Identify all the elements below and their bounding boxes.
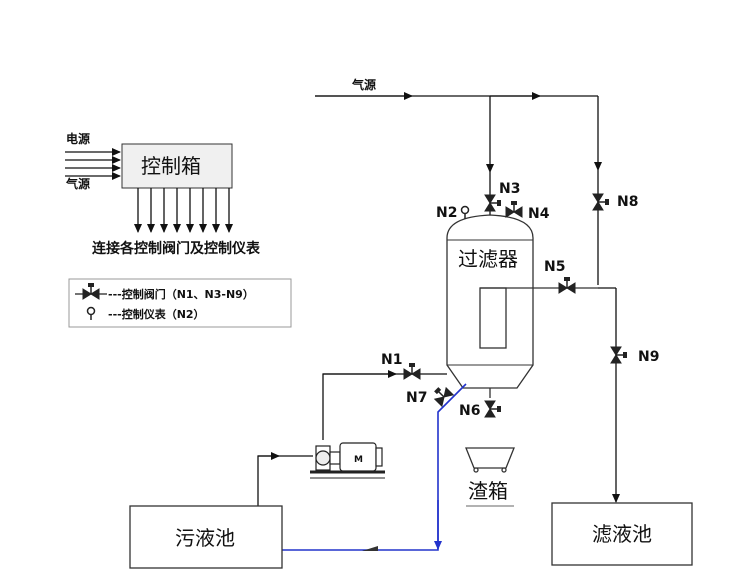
filter-label: 过滤器 <box>458 247 518 271</box>
power-label: 电源 <box>66 131 90 146</box>
legend-valve-icon <box>75 282 107 300</box>
legend-valve-text: ---控制阀门（N1、N3-N9） <box>108 287 254 301</box>
suction-line <box>257 455 313 506</box>
label-n8: N8 <box>617 194 638 210</box>
label-n4: N4 <box>528 206 550 222</box>
sewage-pool <box>129 505 283 569</box>
gas-label-left: 气源 <box>65 176 90 191</box>
valve-n8[interactable] <box>592 193 610 211</box>
label-n3: N3 <box>499 181 520 197</box>
return-line-outlet <box>362 546 378 551</box>
gas-supply-line <box>315 92 602 285</box>
legend-meter-text: ---控制仪表（N2） <box>108 307 205 321</box>
residue-box-label: 渣箱 <box>468 479 508 503</box>
pump-motor-label: M <box>354 455 363 465</box>
label-n5: N5 <box>544 259 565 275</box>
control-box-label: 控制箱 <box>141 154 201 178</box>
filter-vessel <box>446 214 534 389</box>
feed-line <box>322 373 447 440</box>
connect-text: 连接各控制阀门及控制仪表 <box>92 240 261 257</box>
valve-n1[interactable] <box>403 362 421 380</box>
label-n6: N6 <box>459 403 480 419</box>
sewage-pool-label: 污液池 <box>175 526 235 550</box>
filtrate-pool-label: 滤液池 <box>592 522 652 546</box>
legend-box <box>68 278 292 328</box>
pump-motor <box>310 442 385 479</box>
filtrate-pool <box>551 502 693 566</box>
control-box-outputs <box>134 188 233 233</box>
label-n1: N1 <box>381 352 402 368</box>
label-n7: N7 <box>406 390 427 406</box>
valve-n6[interactable] <box>484 400 502 418</box>
valve-n3[interactable] <box>484 194 502 212</box>
residue-box <box>465 447 515 473</box>
return-line-blue <box>258 383 467 551</box>
valve-n9[interactable] <box>610 346 628 364</box>
meter-n2[interactable] <box>460 205 470 220</box>
valve-n4[interactable] <box>505 200 523 218</box>
control-box-inputs <box>65 148 121 180</box>
label-n2: N2 <box>436 205 457 221</box>
label-n9: N9 <box>638 349 659 365</box>
gas-source-top-label: 气源 <box>351 77 376 92</box>
valve-n5[interactable] <box>558 276 576 294</box>
valve-n7[interactable] <box>429 382 454 407</box>
